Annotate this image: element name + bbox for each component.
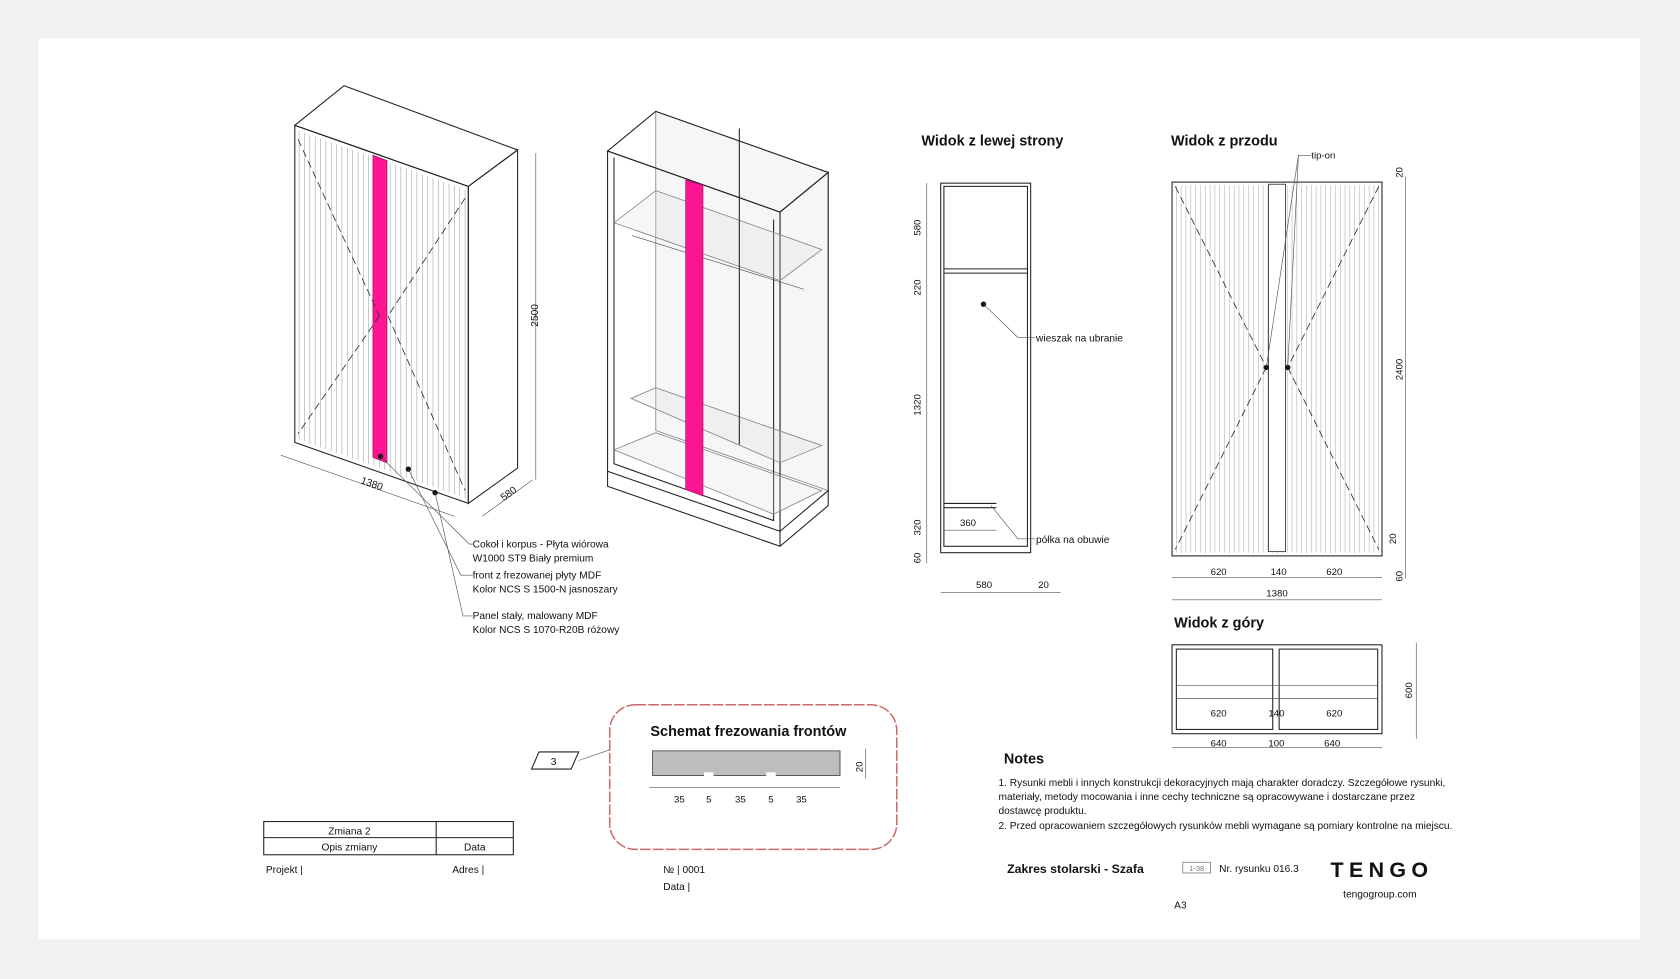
callout-korpus-color: W1000 ST9 Biały premium [473, 553, 594, 564]
revision-description-header: Opis zmiany [321, 842, 378, 853]
label-hanger: wieszak na ubranie [1035, 334, 1123, 345]
front-view: Widok z przodu tip-on 20 2400 20 60 620 … [1171, 134, 1406, 601]
dim-height: 2500 [530, 304, 541, 327]
milling-schema: Schemat frezowania frontów 3 35 5 35 5 3… [530, 704, 898, 851]
material-callouts: Cokoł i korpus - Płyta wiórowa W1000 ST9… [473, 539, 621, 636]
dim: 580 [976, 580, 992, 591]
project-field: Projekt | [266, 865, 303, 876]
label-shoe-shelf: półka na obuwie [1036, 535, 1110, 546]
top-view: Widok z góry 620 140 620 640 100 640 600 [1171, 616, 1417, 750]
address-field: Adres | [452, 865, 484, 876]
dim: 35 [674, 794, 685, 805]
dim: 20 [854, 762, 865, 773]
dim: 60 [1394, 571, 1405, 582]
iso-wardrobe-closed: 2500 1380 580 [280, 85, 541, 617]
title-block: Projekt | Adres | № | 0001 Data | Zakres… [266, 858, 1434, 911]
website: tengogroup.com [1343, 890, 1416, 901]
schema-tag: 3 [551, 757, 557, 768]
dim: 60 [912, 553, 923, 564]
iso-wardrobe-open [606, 110, 830, 547]
callout-front: front z frezowanej płyty MDF [473, 570, 602, 581]
front-view-title: Widok z przodu [1171, 134, 1278, 150]
dim: 2400 [1394, 359, 1405, 380]
revision-change: Zmiana 2 [328, 826, 371, 837]
notes-title: Notes [1004, 752, 1044, 768]
schema-title: Schemat frezowania frontów [650, 724, 847, 740]
callout-front-color: Kolor NCS S 1500-N jasnoszary [473, 584, 619, 595]
dim: 640 [1324, 739, 1340, 750]
callout-korpus: Cokoł i korpus - Płyta wiórowa [473, 539, 609, 550]
dim: 640 [1211, 739, 1227, 750]
dim: 140 [1268, 709, 1284, 720]
dim: 1380 [1266, 589, 1287, 600]
dim: 600 [1404, 682, 1415, 698]
dim: 620 [1211, 709, 1227, 720]
dim: 35 [796, 794, 807, 805]
notes: Notes 1. Rysunki mebli i innych konstruk… [999, 752, 1453, 832]
dim: 20 [1394, 167, 1405, 178]
top-view-title: Widok z góry [1174, 616, 1264, 632]
pink-panel-open [685, 179, 704, 497]
note-line: dostawcę produktu. [999, 806, 1087, 817]
dim: 20 [1388, 533, 1399, 544]
dim: 100 [1268, 739, 1284, 750]
tengo-logo: TENGO [1331, 858, 1434, 882]
dim: 20 [1038, 580, 1049, 591]
note-line: 1. Rysunki mebli i innych konstrukcji de… [999, 778, 1446, 789]
revision-table: Zmiana 2 Opis zmiany Data [263, 821, 514, 856]
callout-panel: Panel stały, malowany MDF [473, 611, 598, 622]
note-line: materiały, metody mocowania i inne cechy… [999, 792, 1415, 803]
drawing-number: Nr. rysunku 016.3 [1219, 864, 1299, 875]
dim: 620 [1326, 567, 1342, 578]
revision-date-header: Data [464, 842, 486, 853]
callout-panel-color: Kolor NCS S 1070-R20B różowy [473, 625, 621, 636]
date-field: Data | [663, 882, 690, 893]
scope-title: Zakres stolarski - Szafa [1007, 862, 1144, 876]
dim: 320 [912, 519, 923, 535]
side-view-title: Widok z lewej strony [921, 134, 1063, 150]
dim: 360 [960, 518, 976, 529]
dim: 620 [1211, 567, 1227, 578]
dim: 220 [912, 280, 923, 296]
note-line: 2. Przed opracowaniem szczegółowych rysu… [999, 821, 1453, 832]
dim: 140 [1271, 567, 1287, 578]
dim: 5 [706, 794, 711, 805]
paper-format: A3 [1174, 900, 1187, 911]
dim: 580 [912, 220, 923, 236]
dim: 1320 [912, 394, 923, 415]
dim: 35 [735, 794, 746, 805]
scale-box: 1-38 [1189, 864, 1204, 873]
label-tip-on: tip-on [1311, 151, 1335, 162]
dim: 5 [768, 794, 773, 805]
pink-panel [372, 154, 388, 464]
paper [38, 38, 1641, 940]
dim: 620 [1326, 709, 1342, 720]
number-field: № | 0001 [663, 865, 705, 876]
side-view: Widok z lewej strony wieszak na ubranie … [912, 134, 1123, 593]
